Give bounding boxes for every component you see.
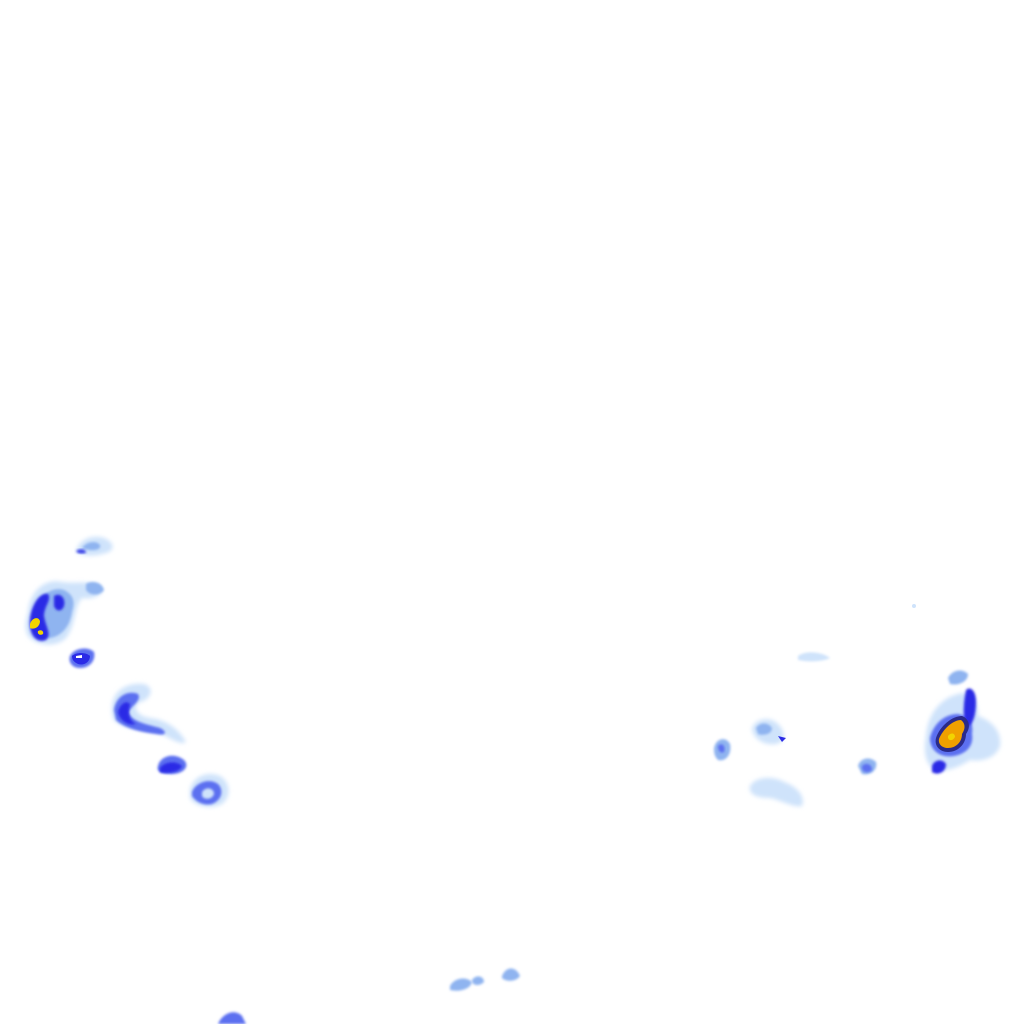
rain-cell-west-main [25,581,104,645]
rain-cell-mid-east [714,719,786,761]
rain-cell-west-top [76,536,113,556]
rain-cell-west-hook [112,683,186,743]
rain-cell-east-main [924,670,1001,774]
rain-cell-east-small [858,758,877,775]
rain-cell-scattered [749,604,916,807]
rain-cell-west-small [69,648,95,668]
rain-cell-south [218,968,520,1024]
rain-cell-west-low [157,755,187,774]
rain-cell-west-ring [190,773,229,807]
